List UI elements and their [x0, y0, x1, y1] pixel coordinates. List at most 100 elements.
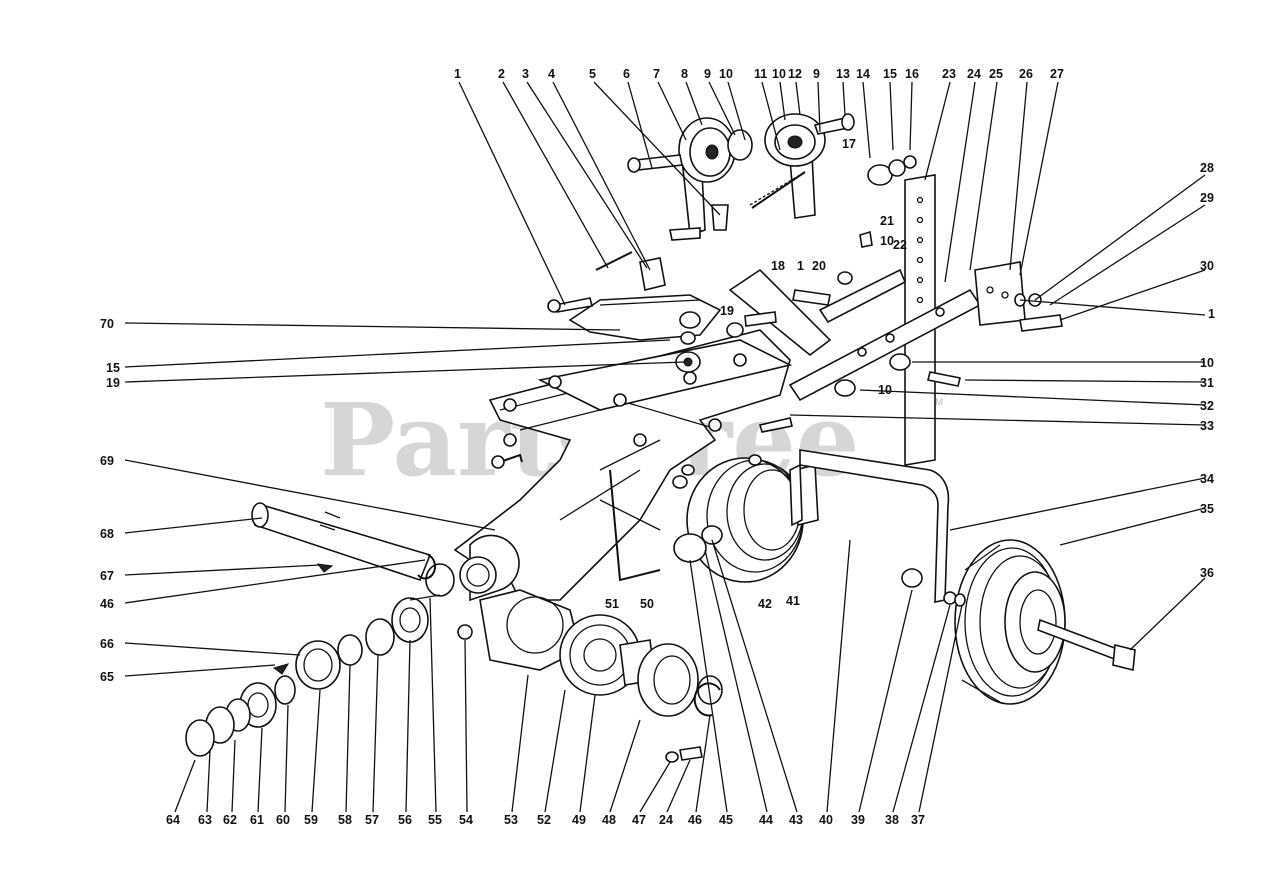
callout-label: 41 — [786, 594, 800, 608]
callout-label: 63 — [198, 813, 212, 827]
leader-lines — [124, 81, 1206, 813]
drive-pulley-assembly — [627, 117, 753, 241]
callout-label: 10 — [772, 67, 786, 81]
callout-label: 23 — [942, 67, 956, 81]
callout-label: 8 — [681, 67, 688, 81]
bearing-stack — [185, 563, 455, 757]
callout-label: 68 — [100, 527, 114, 541]
callout-label: 32 — [1200, 399, 1214, 413]
callout-label: 29 — [1200, 191, 1214, 205]
callout-label: 44 — [759, 813, 773, 827]
callout-label: 24 — [659, 813, 673, 827]
axle-shaft — [251, 502, 432, 581]
callout-label: 6 — [623, 67, 630, 81]
callout-label: 5 — [589, 67, 596, 81]
callout-label: 13 — [836, 67, 850, 81]
callout-label: 9 — [813, 67, 820, 81]
callout-label: 52 — [537, 813, 551, 827]
callout-label: 69 — [100, 454, 114, 468]
callout-label: 60 — [276, 813, 290, 827]
callout-label: 67 — [100, 569, 114, 583]
axle-bolt — [1037, 618, 1136, 672]
callout-label: 10 — [1200, 356, 1214, 370]
callout-label: 25 — [989, 67, 1003, 81]
callout-label: 14 — [856, 67, 870, 81]
callout-label: 61 — [250, 813, 264, 827]
callout-label: 20 — [812, 259, 826, 273]
callout-label: 38 — [885, 813, 899, 827]
callout-label: 49 — [572, 813, 586, 827]
wheel-support-bar — [789, 449, 950, 603]
wheel — [954, 539, 1066, 705]
hub-fasteners — [599, 454, 762, 531]
callout-label: 15 — [106, 361, 120, 375]
wheel-nuts — [901, 568, 966, 607]
callout-label: 45 — [719, 813, 733, 827]
callout-label: 7 — [653, 67, 660, 81]
callout-label: 22 — [893, 238, 907, 252]
callout-label: 1 — [1208, 307, 1215, 321]
callout-label: 10 — [878, 383, 892, 397]
callout-label: 48 — [602, 813, 616, 827]
callout-label: 59 — [304, 813, 318, 827]
callout-label: 46 — [100, 597, 114, 611]
top-right-fasteners — [867, 155, 917, 186]
callout-label: 50 — [640, 597, 654, 611]
callout-label: 34 — [1200, 472, 1214, 486]
callout-label: 30 — [1200, 259, 1214, 273]
callout-label: 56 — [398, 813, 412, 827]
callout-label: 28 — [1200, 161, 1214, 175]
callout-label: 11 — [754, 67, 767, 81]
callout-label: 16 — [905, 67, 919, 81]
callout-label: 46 — [688, 813, 702, 827]
callout-label: 57 — [365, 813, 379, 827]
callout-label: 47 — [632, 813, 646, 827]
misc-fasteners — [457, 453, 523, 640]
callout-label: 36 — [1200, 566, 1214, 580]
callout-label: 15 — [883, 67, 897, 81]
callout-label: 39 — [851, 813, 865, 827]
callout-label: 65 — [100, 670, 114, 684]
callout-label: 43 — [789, 813, 803, 827]
callout-label: 1 — [454, 67, 461, 81]
idler-pulley-assembly — [749, 113, 855, 219]
callout-label: 3 — [522, 67, 529, 81]
callout-label: 9 — [704, 67, 711, 81]
callout-label: 17 — [842, 137, 856, 151]
rear-bracket — [974, 261, 1063, 332]
callout-label: 55 — [428, 813, 442, 827]
callout-label: 1 — [797, 259, 804, 273]
callout-label: 24 — [967, 67, 981, 81]
callout-label: 27 — [1050, 67, 1064, 81]
callout-label: 18 — [771, 259, 785, 273]
callout-label: 21 — [880, 214, 894, 228]
callout-labels: 1 2 3 4 5 6 7 8 9 10 11 10 12 9 13 14 15… — [100, 67, 1215, 827]
callout-label: 40 — [819, 813, 833, 827]
support-arm — [758, 288, 982, 433]
control-lever — [726, 230, 907, 357]
gear-and-hub — [559, 614, 723, 763]
callout-label: 42 — [758, 597, 772, 611]
callout-label: 58 — [338, 813, 352, 827]
callout-label: 31 — [1200, 376, 1214, 390]
callout-label: 70 — [100, 317, 114, 331]
callout-label: 53 — [504, 813, 518, 827]
callout-label: 19 — [720, 304, 734, 318]
snap-ring — [417, 554, 721, 717]
callout-label: 37 — [911, 813, 925, 827]
transmission-housing — [453, 329, 793, 671]
callout-label: 33 — [1200, 419, 1214, 433]
callout-label: 26 — [1019, 67, 1033, 81]
watermark-trademark: TM — [930, 397, 943, 407]
callout-label: 10 — [719, 67, 733, 81]
callout-label: 35 — [1200, 502, 1214, 516]
callout-label: 64 — [166, 813, 180, 827]
callout-label: 10 — [880, 234, 894, 248]
callout-label: 4 — [548, 67, 555, 81]
callout-label: 62 — [223, 813, 237, 827]
callout-label: 54 — [459, 813, 473, 827]
callout-label: 2 — [498, 67, 505, 81]
callout-label: 51 — [605, 597, 619, 611]
shift-linkage — [547, 251, 722, 373]
